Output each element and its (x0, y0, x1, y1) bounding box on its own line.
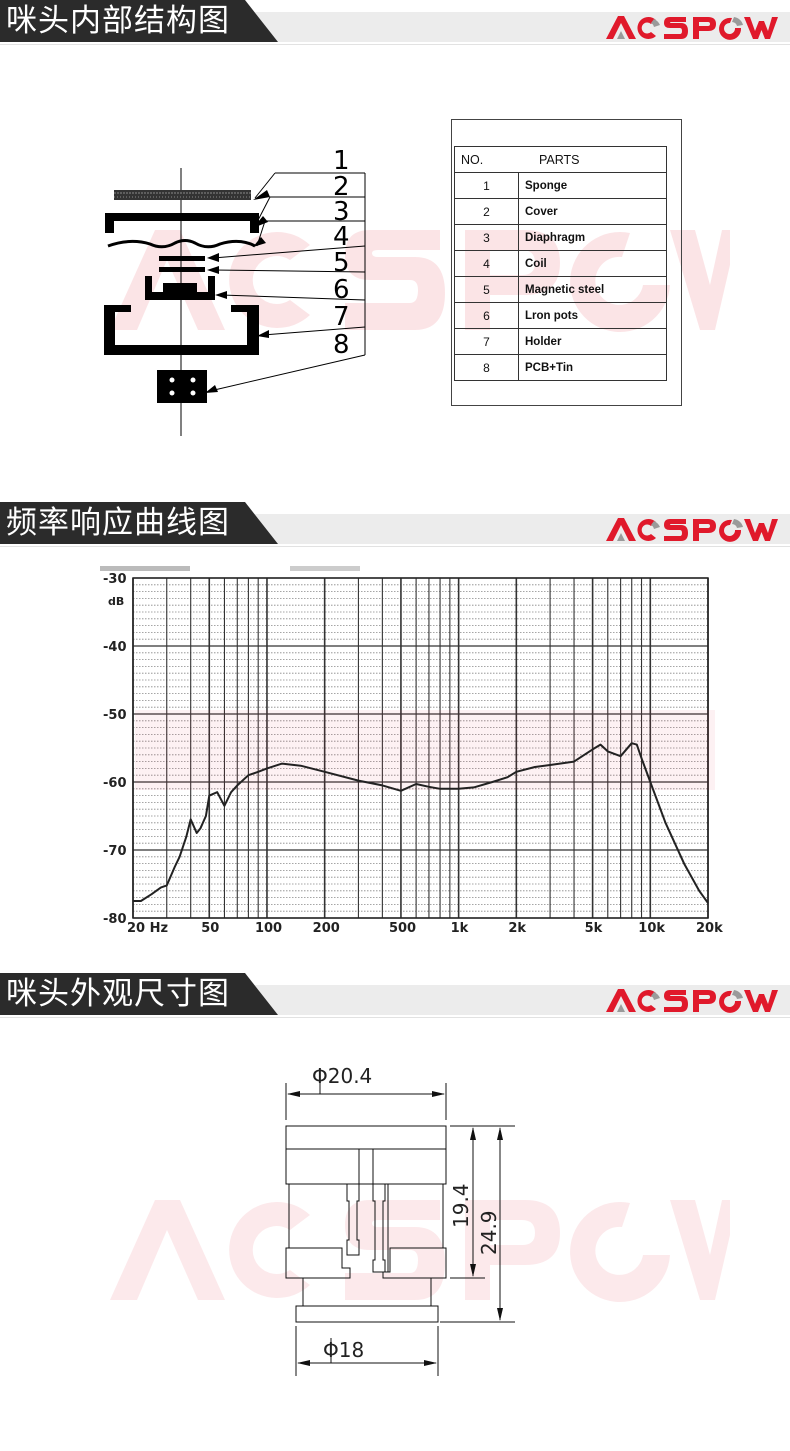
x-axis-tick-labels: 20 Hz 50 100 200 500 1k 2k 5k 10k 20k (127, 921, 723, 936)
y-tick-label: -60 (103, 776, 127, 791)
sponge-part (114, 190, 251, 200)
header-rule (0, 44, 790, 45)
header-label-background (0, 0, 278, 42)
header-rule (0, 1017, 790, 1018)
frequency-response-curve (133, 742, 709, 904)
callout-number-5: 5 (333, 248, 350, 278)
parts-table-header: NO. PARTS (454, 146, 667, 173)
row-part: Coil (518, 250, 667, 277)
row-no: 3 (454, 224, 519, 251)
callout-number-6: 6 (333, 275, 350, 305)
section-title: 咪头内部结构图 (6, 3, 230, 39)
x-tick-label: 20k (696, 921, 723, 936)
section-header-frequency-response: 频率响应曲线图 (0, 502, 790, 548)
coil-part (159, 256, 205, 261)
row-no: 5 (454, 276, 519, 303)
y-tick-label: -30 (103, 572, 127, 587)
x-tick-label: 5k (585, 921, 603, 936)
aospow-logo-icon (606, 518, 778, 542)
internal-structure-diagram: 1 2 3 4 5 6 7 8 (104, 146, 366, 436)
section-header-dimensions: 咪头外观尺寸图 (0, 973, 790, 1019)
frequency-response-chart: -30 -40 -50 -60 -70 -80 dB 20 Hz 50 100 200 500 1k… (100, 566, 723, 936)
header-no: NO. (461, 152, 484, 167)
row-part: Sponge (518, 172, 667, 199)
aospow-logo-icon (606, 16, 778, 40)
brand-logo (606, 16, 778, 40)
bottom-diameter-label: Φ18 (323, 1338, 364, 1362)
y-tick-label: -70 (103, 844, 127, 859)
y-tick-label: -50 (103, 708, 127, 723)
header-parts: PARTS (539, 152, 580, 167)
section-title: 咪头外观尺寸图 (6, 976, 230, 1012)
callout-number-1: 1 (333, 146, 350, 176)
x-tick-label: 10k (638, 921, 665, 936)
y-tick-label: -40 (103, 640, 127, 655)
row-no: 1 (454, 172, 519, 199)
x-tick-label: 200 (313, 921, 340, 936)
x-tick-label: 50 (201, 921, 219, 936)
row-no: 6 (454, 302, 519, 329)
magnetic-steel-part (159, 267, 205, 272)
row-no: 7 (454, 328, 519, 355)
y-tick-label: -80 (103, 912, 127, 927)
brand-logo (606, 518, 778, 542)
cover-part (105, 213, 259, 233)
header-label-background (0, 973, 278, 1015)
x-tick-label: 2k (508, 921, 526, 936)
aospow-logo-icon (606, 989, 778, 1013)
callout-number-8: 8 (333, 330, 350, 360)
x-tick-label: 500 (389, 921, 416, 936)
section-header-internal-structure: 咪头内部结构图 (0, 0, 790, 46)
dimension-drawing: Φ20.4 Φ18 19.4 24.9 (285, 1064, 515, 1376)
x-tick-label: 1k (451, 921, 469, 936)
body-height-label: 19.4 (449, 1183, 473, 1228)
callout-number-4: 4 (333, 222, 350, 252)
pcb-part (157, 370, 207, 403)
row-part: Holder (518, 328, 667, 355)
y-axis-unit-label: dB (108, 595, 124, 608)
plot-frame (132, 577, 709, 919)
callout-number-2: 2 (333, 172, 350, 202)
total-height-label: 24.9 (477, 1210, 501, 1255)
x-tick-label: 20 Hz (127, 921, 168, 936)
top-cap-outline (285, 1125, 447, 1150)
section-title: 频率响应曲线图 (6, 505, 230, 541)
top-diameter-label: Φ20.4 (312, 1064, 372, 1088)
base-outline (295, 1305, 439, 1323)
row-no: 8 (454, 354, 519, 381)
iron-pot-part (145, 276, 215, 300)
brand-logo (606, 989, 778, 1013)
row-no: 4 (454, 250, 519, 277)
callout-number-7: 7 (333, 302, 350, 332)
x-tick-label: 100 (255, 921, 282, 936)
row-no: 2 (454, 198, 519, 225)
y-axis-tick-labels: -30 -40 -50 -60 -70 -80 (103, 572, 127, 927)
row-part: Magnetic steel (518, 276, 667, 303)
callout-number-3: 3 (333, 197, 350, 227)
row-part: Diaphragm (518, 224, 667, 251)
header-rule (0, 546, 790, 547)
row-part: Lron pots (518, 302, 667, 329)
row-part: PCB+Tin (518, 354, 667, 381)
header-label-background (0, 502, 278, 544)
diaphragm-part (107, 239, 256, 249)
holder-part (104, 305, 259, 355)
row-part: Cover (518, 198, 667, 225)
parts-table-frame (451, 119, 682, 406)
